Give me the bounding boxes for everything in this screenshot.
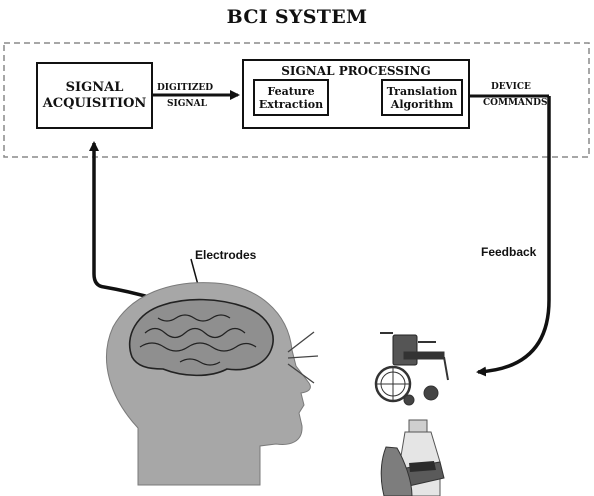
translation-algorithm-line2: Algorithm bbox=[391, 98, 453, 111]
signal-processing-title: SIGNAL PROCESSING bbox=[244, 64, 468, 78]
wheelchair-icon bbox=[376, 333, 448, 405]
signal-acquisition-line2: ACQUISITION bbox=[43, 96, 147, 112]
electrodes-label: Electrodes bbox=[195, 248, 256, 262]
bottle-hand-icon bbox=[381, 420, 444, 496]
signal-acquisition-line1: SIGNAL bbox=[66, 80, 124, 96]
device-commands-line1: DEVICE bbox=[491, 82, 531, 92]
feedback-arrow bbox=[478, 96, 549, 372]
feature-extraction-line1: Feature bbox=[267, 85, 314, 98]
feature-extraction-line2: Extraction bbox=[259, 98, 323, 111]
digitized-label-line1: DIGITIZED bbox=[157, 83, 213, 93]
diagram-title: BCI SYSTEM bbox=[0, 6, 594, 28]
device-commands-line2: COMMANDS bbox=[483, 98, 547, 108]
signal-acquisition-box: SIGNAL ACQUISITION bbox=[36, 62, 153, 129]
feedback-label: Feedback bbox=[481, 245, 536, 259]
digitized-label-line2: SIGNAL bbox=[167, 99, 207, 109]
feature-extraction-box: Feature Extraction bbox=[253, 79, 329, 116]
translation-algorithm-box: Translation Algorithm bbox=[381, 79, 463, 116]
translation-algorithm-line1: Translation bbox=[387, 85, 457, 98]
brain-icon bbox=[130, 300, 273, 376]
